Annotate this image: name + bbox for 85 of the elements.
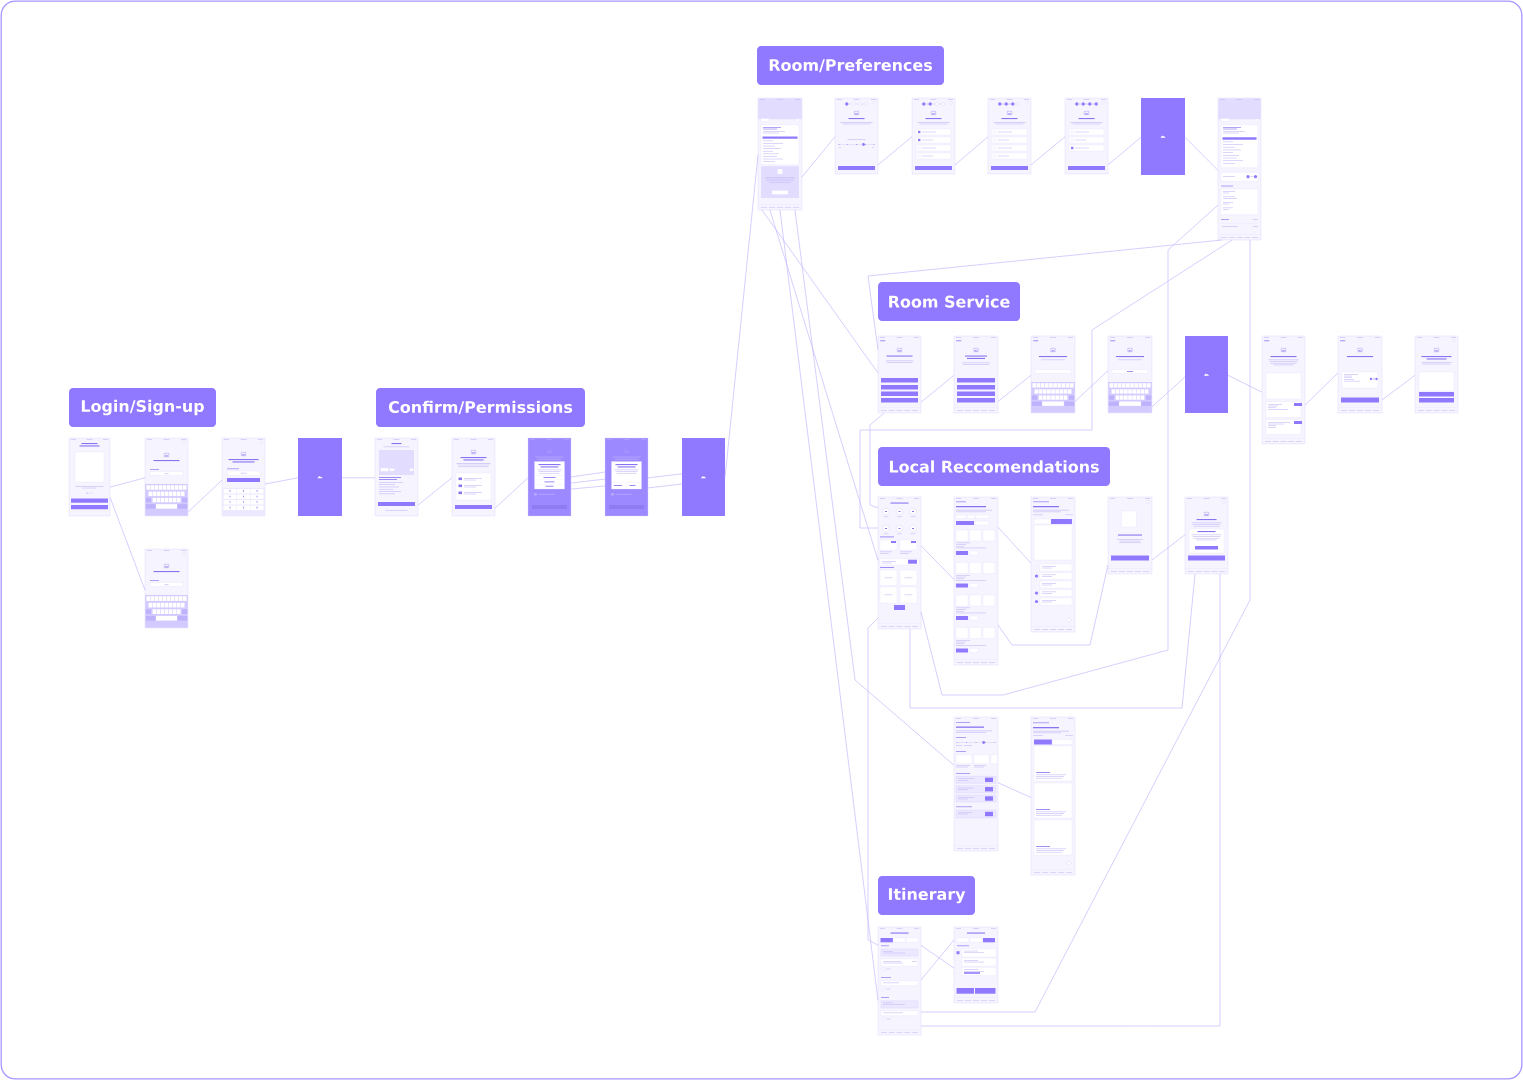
connector-line [1107,136,1142,166]
connector-line [920,239,1251,1013]
connector-line [724,154,759,479]
connector-line [954,136,989,166]
connector-line [109,496,146,591]
wireframe-screen-drawing [144,548,189,629]
connector-line [1151,376,1186,408]
connector-line [341,477,376,479]
wireframe-screen-drawing [953,335,999,414]
wireframe-screen-drawing [1030,335,1076,414]
connector-line [779,209,879,1001]
connector-line [920,204,1219,696]
connector-line [877,136,913,166]
connector-line [997,782,1032,798]
wireframe-screen-drawing [451,437,496,517]
section-label: Room/Preferences [757,46,944,85]
splash-screen [298,438,342,516]
section-label: Itinerary [878,876,975,915]
connector-line [647,483,683,489]
connector-line [920,945,955,969]
connector-line [1381,374,1416,401]
connector-line [997,526,1032,564]
connector-line [997,564,1109,646]
wireframe-screen-drawing [1337,335,1383,414]
wireframe-screen-drawing [953,496,999,666]
wireframe-screen-drawing [953,716,999,852]
connector-line [1030,136,1066,166]
connector-line [867,239,1223,351]
connector-line [570,485,606,490]
splash-screen [1141,98,1185,175]
wireframe-screen-drawing [527,437,572,517]
wireframe-screen-drawing [834,97,879,175]
wireframe-screen-drawing [221,437,266,517]
wireframe-screen-drawing [1030,716,1076,876]
wireframe-screen-drawing [877,496,922,630]
connector-line [769,209,879,561]
connector-line [570,478,606,484]
section-label: Confirm/Permissions [376,388,585,427]
section-label: Local Reccomendations [878,447,1110,486]
wireframe-screen-drawing [877,926,922,1036]
connector-line [1151,534,1186,561]
connector-line [417,477,453,506]
wireframe-screen-drawing [1030,496,1076,633]
wireframe-screen-drawing [604,437,649,517]
wireframe-screen-drawing [1217,97,1262,241]
connector-line [1304,372,1339,406]
connector-line [859,239,1233,529]
wireframe-screen-drawing [374,437,419,517]
wireframe-screen-drawing [757,97,803,211]
section-label: Room Service [878,282,1020,321]
connector-line [920,374,955,403]
connector-line [909,573,1196,709]
connector-line [647,473,683,479]
connector-line [1184,136,1219,171]
wireframe-screen-drawing [1261,335,1306,445]
connector-line [109,477,146,488]
wireframe-screen-drawing [1184,496,1229,575]
connector-line [264,477,299,485]
connector-line [794,209,955,766]
section-label: Login/Sign-up [69,388,216,427]
connector-line [1074,370,1109,402]
wireframe-screen-drawing [911,97,956,175]
wireframe-screen-drawing [1414,335,1459,414]
wireframe-screen-drawing [987,97,1032,175]
connector-line [920,573,1221,1027]
connector-line [187,479,223,513]
connector-line [761,209,879,374]
connector-line [867,617,879,946]
wireframe-screen-drawing [68,437,111,517]
connector-line [920,939,955,981]
connector-line [920,545,955,580]
connector-line [494,477,529,509]
splash-screen [1185,336,1228,413]
wireframe-screen-drawing [1064,97,1109,175]
connector-line [1227,374,1263,393]
connector-line [997,374,1032,402]
connector-line [869,412,885,509]
connector-line [801,136,836,178]
splash-screen [682,438,725,516]
wireframe-screen-drawing [1107,496,1153,575]
wireframe-screen-drawing [877,335,922,414]
connector-line [570,471,606,478]
wireframe-screen-drawing [953,926,999,1004]
wireframe-screen-drawing [1107,335,1153,414]
wireframe-screen-drawing [144,437,189,517]
